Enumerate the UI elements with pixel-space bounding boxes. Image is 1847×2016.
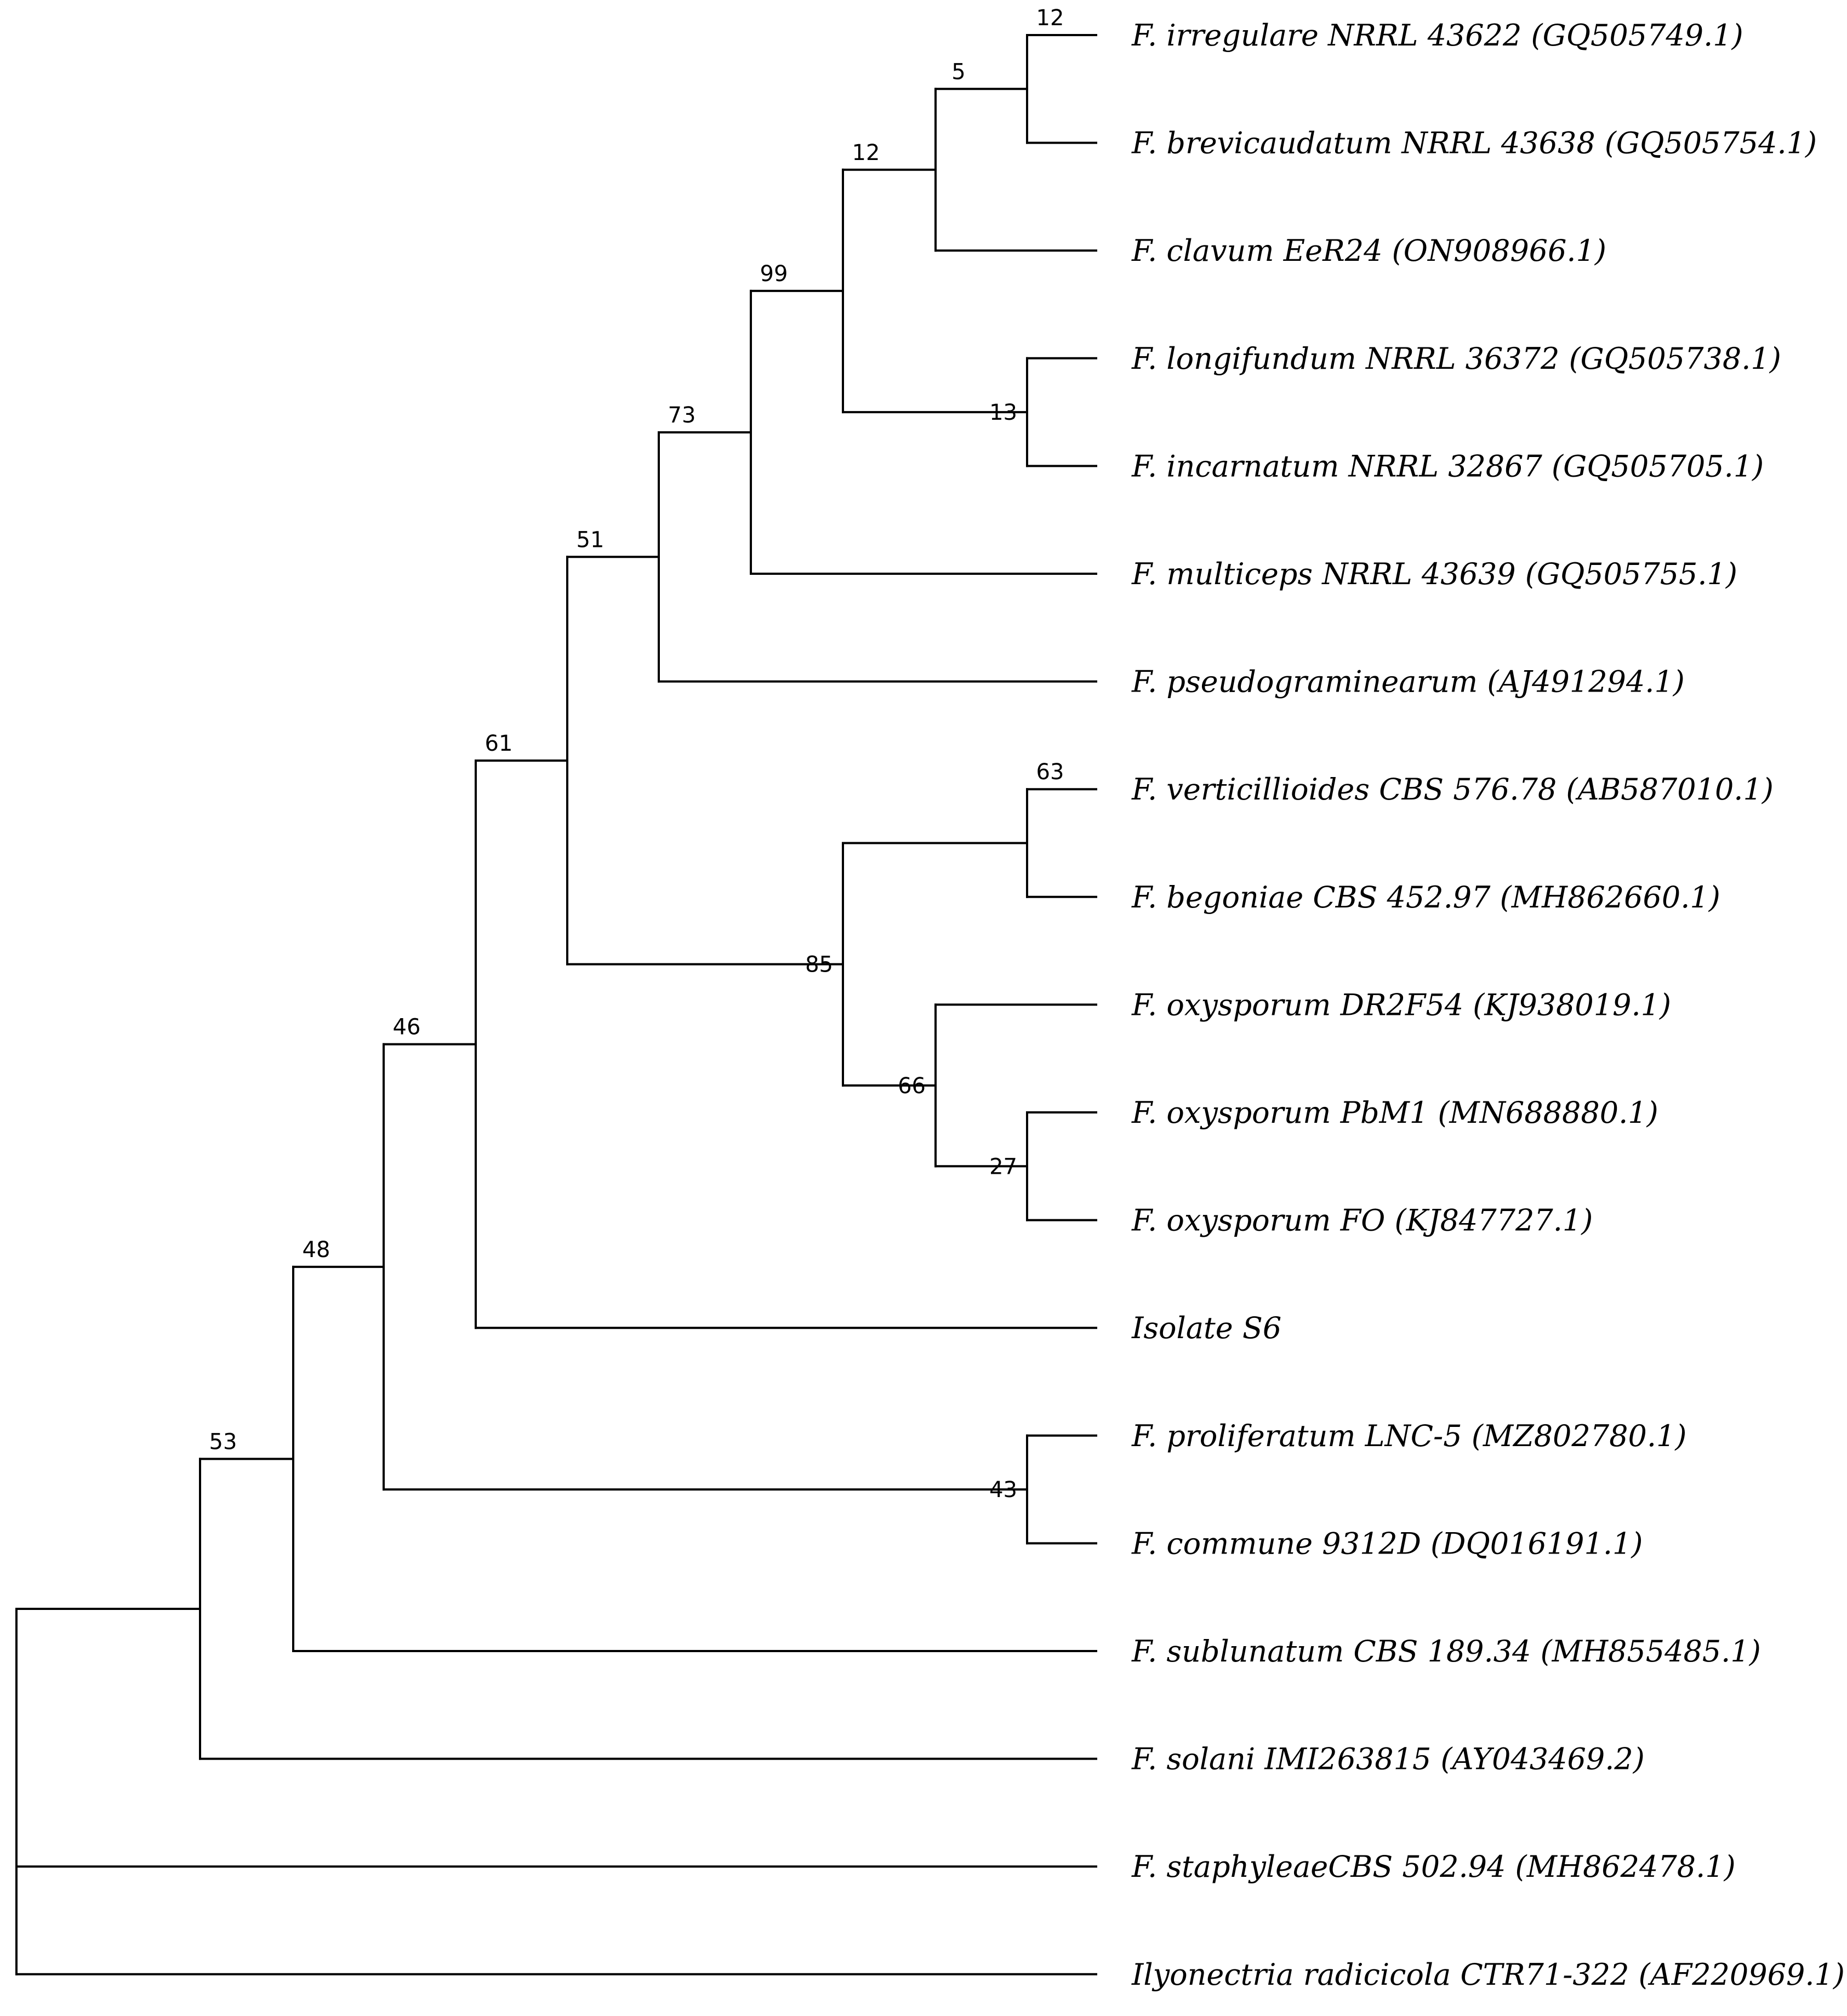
support-value-n6: 73: [668, 403, 696, 428]
leaf-label-pseudograminearum: F. pseudograminearum (AJ491294.1): [1131, 665, 1685, 699]
support-value-n15: 48: [303, 1237, 330, 1263]
support-value-n14: 46: [393, 1015, 421, 1040]
support-value-n5: 99: [760, 261, 788, 287]
leaf-labels: F. irregulare NRRL 43622 (GQ505749.1) F. …: [1131, 18, 1845, 1992]
support-value-n16: 53: [209, 1429, 237, 1454]
leaf-label-irregulare: F. irregulare NRRL 43622 (GQ505749.1): [1131, 18, 1743, 53]
support-value-n3: 13: [989, 400, 1017, 425]
support-value-n7: 63: [1036, 759, 1064, 785]
leaf-label-staphyleae: F. staphyleaeCBS 502.94 (MH862478.1): [1131, 1849, 1736, 1884]
leaf-label-isolate-s6: Isolate S6: [1131, 1311, 1281, 1345]
leaf-label-incarnatum: F. incarnatum NRRL 32867 (GQ505705.1): [1131, 449, 1764, 483]
support-value-n10: 85: [805, 952, 833, 978]
support-value-n4: 12: [852, 140, 880, 165]
support-value-n1: 12: [1036, 5, 1064, 31]
support-values: 12 5 13 12 99 73 63 27 66 85 51 61 43 46 48 53: [209, 5, 1064, 1503]
leaf-label-proliferatum: F. proliferatum LNC-5 (MZ802780.1): [1131, 1419, 1686, 1453]
support-value-n9: 66: [898, 1073, 926, 1099]
leaf-label-multiceps: F. multiceps NRRL 43639 (GQ505755.1): [1131, 557, 1737, 591]
support-value-n13: 43: [989, 1477, 1017, 1503]
support-value-n2: 5: [951, 59, 965, 84]
leaf-label-verticillioides: F. verticillioides CBS 576.78 (AB587010.…: [1131, 772, 1774, 807]
leaf-label-begoniae: F. begoniae CBS 452.97 (MH862660.1): [1131, 880, 1720, 915]
leaf-label-commune: F. commune 9312D (DQ016191.1): [1131, 1526, 1643, 1561]
leaf-label-oxysporum-fo: F. oxysporum FO (KJ847727.1): [1131, 1203, 1593, 1238]
leaf-label-longifundum: F. longifundum NRRL 36372 (GQ505738.1): [1131, 341, 1781, 376]
leaf-label-clavum: F. clavum EeR24 (ON908966.1): [1131, 233, 1606, 268]
leaf-label-brevicaudatum: F. brevicaudatum NRRL 43638 (GQ505754.1): [1131, 126, 1817, 161]
leaf-label-oxysporum-pbm1: F. oxysporum PbM1 (MN688880.1): [1131, 1095, 1658, 1130]
support-value-n12: 61: [485, 731, 513, 756]
leaf-label-sublunatum: F. sublunatum CBS 189.34 (MH855485.1): [1131, 1634, 1761, 1669]
tree-branches: [15, 34, 1097, 1975]
leaf-label-solani: F. solani IMI263815 (AY043469.2): [1131, 1742, 1645, 1777]
leaf-label-oxysporum-dr2f54: F. oxysporum DR2F54 (KJ938019.1): [1131, 987, 1671, 1022]
support-value-n8: 27: [989, 1154, 1017, 1179]
leaf-label-ilyonectria: Ilyonectria radicicola CTR71-322 (AF2209…: [1131, 1957, 1845, 1992]
support-value-n11: 51: [577, 527, 605, 552]
